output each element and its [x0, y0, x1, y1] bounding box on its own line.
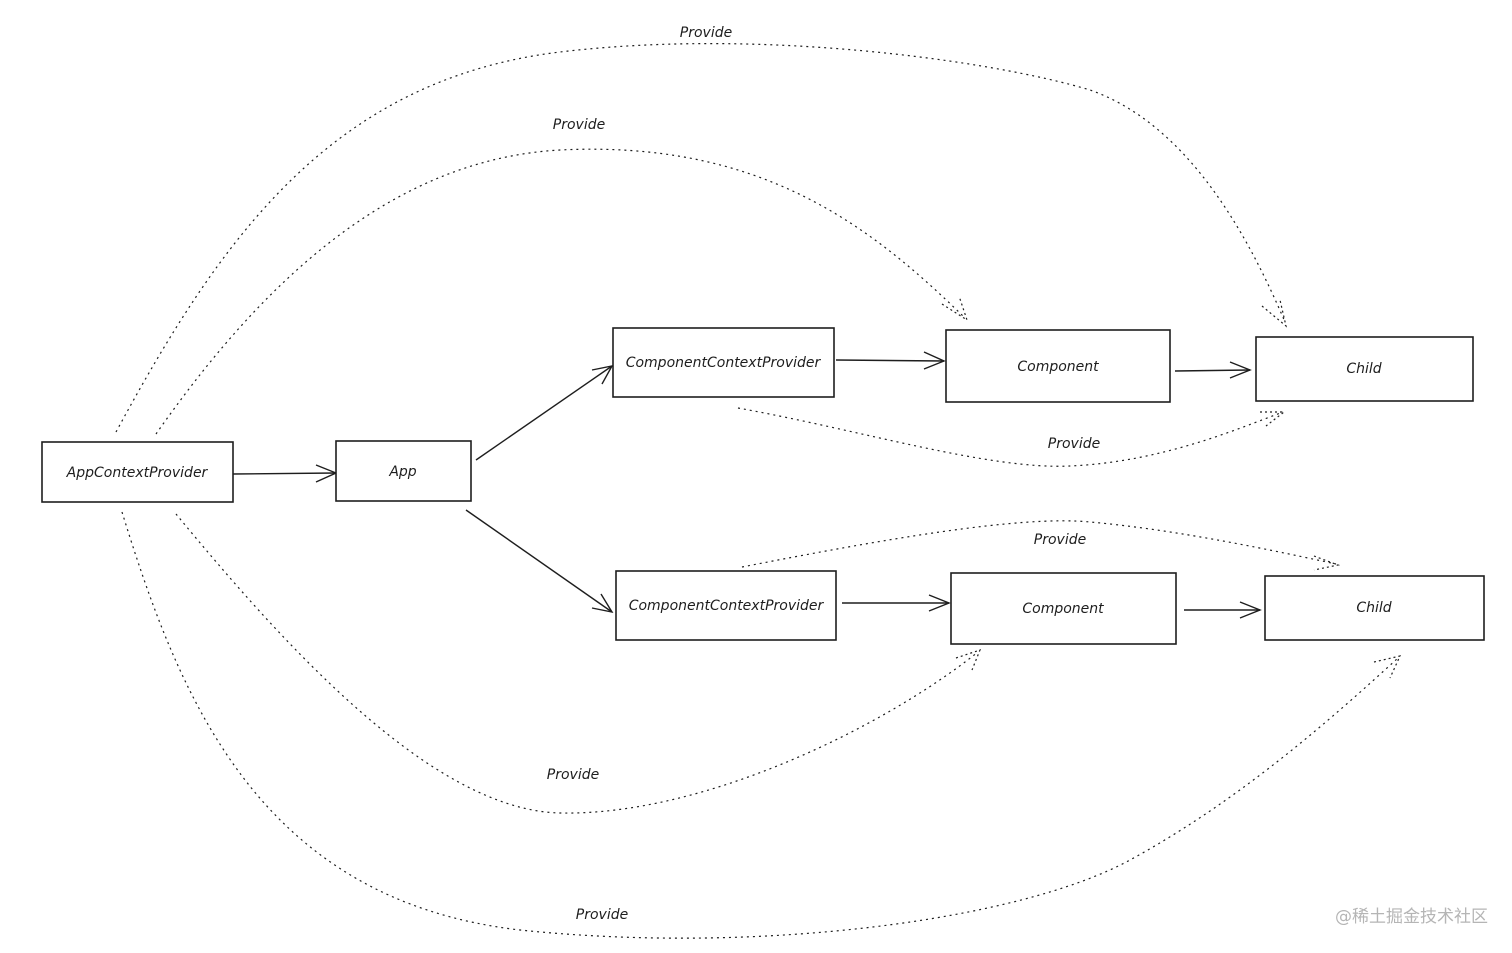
- node-child-1-label: Child: [1346, 361, 1381, 377]
- provide-label-provider-2-to-child-2: Provide: [1034, 532, 1086, 548]
- edge-app-provider-to-app: [232, 472, 337, 475]
- provide-edge-provider-2-to-child-2: [741, 520, 1337, 568]
- provide-label-app-to-component-1: Provide: [553, 117, 605, 133]
- provide-edge-app-to-child-2-arrow-icon: [1373, 655, 1402, 679]
- provide-label-app-to-component-2: Provide: [547, 767, 599, 783]
- node-app-context-provider-label: AppContextProvider: [66, 465, 209, 481]
- node-app-label: App: [388, 464, 416, 480]
- edge-component-1-to-child-1: [1174, 369, 1251, 372]
- node-component-1-label: Component: [1017, 359, 1099, 375]
- provide-label-app-to-child-2: Provide: [576, 907, 628, 923]
- provide-edge-app-to-component-2-arrow-icon: [955, 649, 982, 671]
- node-component-1[interactable]: Component: [945, 329, 1171, 403]
- node-component-context-provider-1[interactable]: ComponentContextProvider: [612, 327, 835, 398]
- edge-component-2-to-child-2-arrow-icon: [1239, 601, 1262, 619]
- node-app-context-provider[interactable]: AppContextProvider: [41, 441, 234, 503]
- node-child-1[interactable]: Child: [1255, 336, 1474, 402]
- provide-edge-app-to-child-2: [121, 511, 1399, 939]
- edge-app-to-provider-1-arrow-icon: [591, 365, 614, 385]
- edge-provider-1-to-component-1-arrow-icon: [923, 351, 946, 370]
- provide-edge-app-to-component-2: [175, 513, 979, 814]
- provide-edge-app-to-component-1: [155, 148, 966, 435]
- provide-label-app-to-child-1: Provide: [680, 25, 732, 41]
- edge-provider-1-to-component-1: [835, 359, 945, 362]
- node-component-2[interactable]: Component: [950, 572, 1177, 645]
- edge-component-1-to-child-1-arrow-icon: [1229, 361, 1252, 379]
- provide-edge-provider-1-to-child-1-arrow-icon: [1260, 411, 1286, 427]
- provide-edge-app-to-child-1-arrow-icon: [1261, 299, 1287, 328]
- provide-edge-app-to-component-1-arrow-icon: [941, 295, 969, 322]
- edge-app-to-provider-1: [475, 365, 613, 461]
- node-component-2-label: Component: [1022, 601, 1104, 617]
- node-component-context-provider-1-label: ComponentContextProvider: [626, 355, 822, 371]
- provide-edge-provider-1-to-child-1: [737, 407, 1284, 467]
- provide-edge-provider-2-to-child-2-arrow-icon: [1313, 555, 1341, 571]
- node-app[interactable]: App: [335, 440, 472, 502]
- node-child-2[interactable]: Child: [1264, 575, 1485, 641]
- provide-label-provider-1-to-child-1: Provide: [1048, 436, 1100, 452]
- watermark: @稀土掘金技术社区: [1335, 907, 1488, 927]
- provide-edge-app-to-child-1: [115, 42, 1286, 433]
- node-component-context-provider-2[interactable]: ComponentContextProvider: [615, 570, 837, 641]
- edge-provider-2-to-component-2-arrow-icon: [928, 594, 951, 612]
- node-child-2-label: Child: [1356, 600, 1391, 616]
- edge-app-to-provider-2: [465, 509, 613, 613]
- node-component-context-provider-2-label: ComponentContextProvider: [629, 598, 825, 614]
- edge-app-to-provider-2-arrow-icon: [591, 593, 614, 614]
